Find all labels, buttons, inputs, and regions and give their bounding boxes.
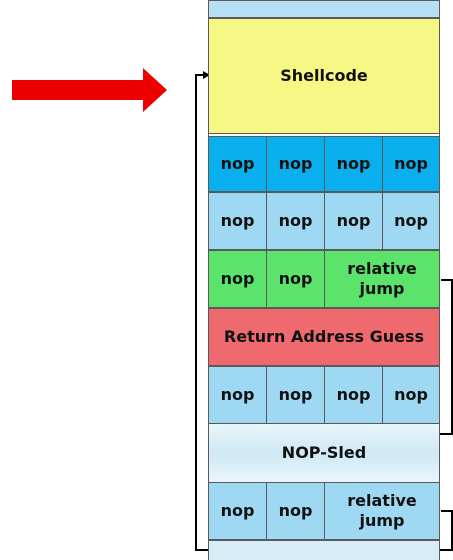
- nop-cell: nop: [208, 366, 267, 424]
- nop-cell: nop: [266, 366, 325, 424]
- nop-cell: nop: [382, 136, 440, 192]
- stack-top-cell: [208, 0, 440, 18]
- nop-sled-row: NOP-Sled: [208, 424, 440, 482]
- relative-jump-line-2: jump: [359, 511, 405, 530]
- nop-cell: nop: [208, 482, 267, 540]
- nop-cell: nop: [266, 192, 325, 250]
- nop-cell: nop: [266, 136, 325, 192]
- nop-cell: nop: [266, 482, 325, 540]
- shellcode-row: Shellcode: [208, 18, 440, 134]
- nop-sled-label: NOP-Sled: [208, 424, 440, 482]
- return-address-row: Return Address Guess: [208, 308, 440, 366]
- nop-cell: nop: [324, 136, 383, 192]
- stack-gap-1: [208, 134, 440, 136]
- nop-cell: nop: [324, 192, 383, 250]
- nop-cell: nop: [266, 250, 325, 308]
- return-address-guess-block: Return Address Guess: [208, 308, 440, 366]
- nop-cell: nop: [208, 250, 267, 308]
- nop-row-3: nop nop nop nop: [208, 366, 440, 424]
- nop-cell: nop: [382, 366, 440, 424]
- stack-top-edge: [208, 0, 440, 18]
- relative-jump-line-1: relative: [347, 491, 417, 510]
- nop-jump-row-green: nop nop relative jump: [208, 250, 440, 308]
- nop-row-2: nop nop nop nop: [208, 192, 440, 250]
- stack-bottom-edge: [208, 540, 440, 560]
- relative-jump-line-1: relative: [347, 259, 417, 278]
- memory-stack: Shellcode nop nop nop nop nop nop nop no…: [208, 0, 440, 560]
- nop-cell: nop: [208, 136, 267, 192]
- relative-jump-cell: relative jump: [324, 250, 440, 308]
- shellcode-block: Shellcode: [208, 18, 440, 134]
- nop-cell: nop: [324, 366, 383, 424]
- relative-jump-line-2: jump: [359, 279, 405, 298]
- relative-jump-cell: relative jump: [324, 482, 440, 540]
- gap-cell: [208, 134, 440, 136]
- nop-cell: nop: [382, 192, 440, 250]
- nop-cell: nop: [208, 192, 267, 250]
- red-pointer-arrow-icon: [12, 68, 167, 112]
- nop-row-1: nop nop nop nop: [208, 136, 440, 192]
- stack-bottom-cell: [208, 540, 440, 560]
- nop-jump-row-blue: nop nop relative jump: [208, 482, 440, 540]
